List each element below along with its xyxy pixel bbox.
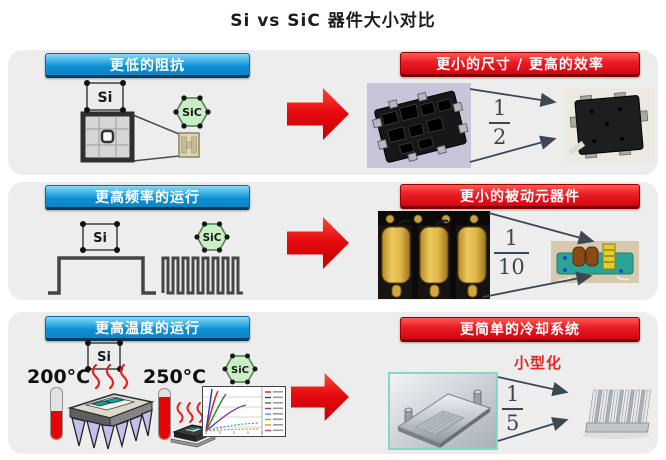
si-square-wave	[48, 256, 156, 295]
fraction-denominator: 2	[489, 122, 511, 148]
heatsink-fins	[71, 408, 153, 450]
photo-small-module	[563, 88, 655, 162]
miniaturization-label: 小型化	[514, 354, 563, 372]
sic-tag-icon: SiC	[194, 221, 230, 253]
sic-tag-icon: SiC	[173, 95, 211, 129]
banner-lower-impedance: 更低的阻抗	[45, 53, 250, 78]
heat-waves-icon	[91, 363, 129, 390]
sic-tag-icon: SiC	[222, 353, 258, 385]
fraction-fifth: 1 5	[502, 382, 524, 434]
heat-waves-icon	[176, 402, 204, 423]
banner-higher-frequency: 更高频率的运行	[45, 185, 250, 210]
fraction-numerator: 1	[493, 96, 507, 120]
thermometer-icon	[158, 388, 171, 440]
sic-highfreq-wave	[161, 256, 243, 295]
photo-large-module	[367, 83, 471, 168]
si-tag-label: Si	[97, 350, 111, 365]
sic-package-small	[170, 402, 216, 448]
fraction-half: 1 2	[489, 96, 511, 148]
banner-smaller-size: 更小的尺寸 / 更高的效率	[400, 52, 640, 77]
fraction-denominator: 10	[494, 252, 529, 278]
banner-higher-temperature: 更高温度的运行	[45, 316, 250, 341]
photo-small-heatsink	[582, 389, 651, 439]
si-temperature-label: 200°C	[27, 366, 91, 388]
si-tag-label: Si	[93, 231, 107, 246]
sic-temperature-label: 250°C	[143, 366, 207, 388]
page-title: Si vs SiC 器件大小对比	[230, 11, 436, 31]
photo-small-inductor-board	[551, 241, 639, 283]
si-tag-icon: Si	[84, 80, 126, 113]
banner-simpler-cooling: 更简单的冷却系统	[400, 317, 640, 342]
frequency-waveforms: Si SiC	[48, 221, 243, 295]
si-tag-icon: Si	[85, 340, 123, 372]
photo-cooling-plate	[388, 372, 498, 450]
iv-curves-chart	[202, 386, 286, 437]
fraction-tenth: 1 10	[494, 228, 529, 278]
sic-tag-label: SiC	[231, 365, 249, 376]
fraction-numerator: 1	[504, 226, 519, 250]
si-tag-label: Si	[98, 90, 113, 106]
sic-tag-label: SiC	[182, 106, 202, 119]
photo-large-inductors	[378, 211, 490, 299]
thermometer-icon	[50, 387, 63, 440]
fraction-denominator: 5	[502, 408, 524, 434]
banner-smaller-passives: 更小的被动元器件	[400, 184, 640, 209]
impedance-illustration: Si SiC	[80, 80, 211, 163]
fraction-numerator: 1	[506, 382, 520, 406]
si-package-with-heatsink	[67, 363, 155, 450]
sic-tag-label: SiC	[203, 232, 222, 244]
si-tag-icon: Si	[80, 221, 120, 253]
